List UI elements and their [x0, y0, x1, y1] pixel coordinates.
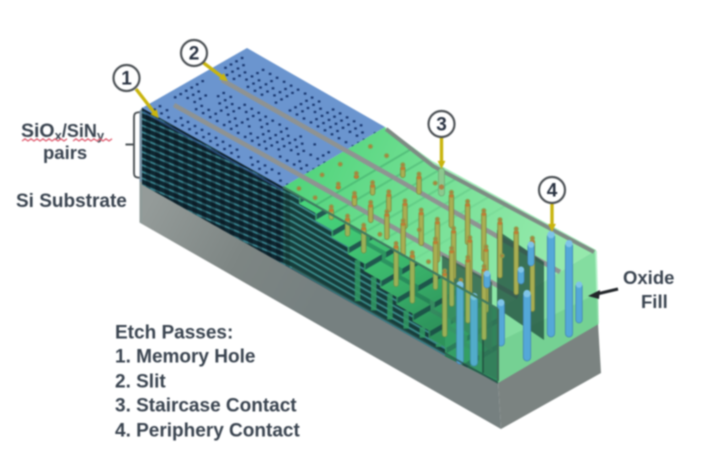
svg-text:pairs: pairs [43, 142, 87, 163]
svg-text:SiOx/SiNy: SiOx/SiNy [21, 120, 105, 143]
svg-text:1: 1 [121, 69, 132, 90]
svg-text:2. Slit: 2. Slit [115, 372, 166, 393]
svg-text:1. Memory Hole: 1. Memory Hole [115, 347, 255, 368]
svg-text:Si Substrate: Si Substrate [16, 191, 127, 212]
svg-text:2: 2 [189, 44, 200, 65]
svg-text:4. Periphery Contact: 4. Periphery Contact [115, 421, 300, 442]
svg-text:Etch Passes:: Etch Passes: [115, 323, 233, 344]
svg-text:3. Staircase Contact: 3. Staircase Contact [115, 396, 297, 417]
svg-text:4: 4 [547, 181, 558, 202]
svg-text:Fill: Fill [641, 291, 668, 312]
svg-text:3: 3 [436, 115, 447, 136]
svg-text:Oxide: Oxide [623, 267, 674, 288]
